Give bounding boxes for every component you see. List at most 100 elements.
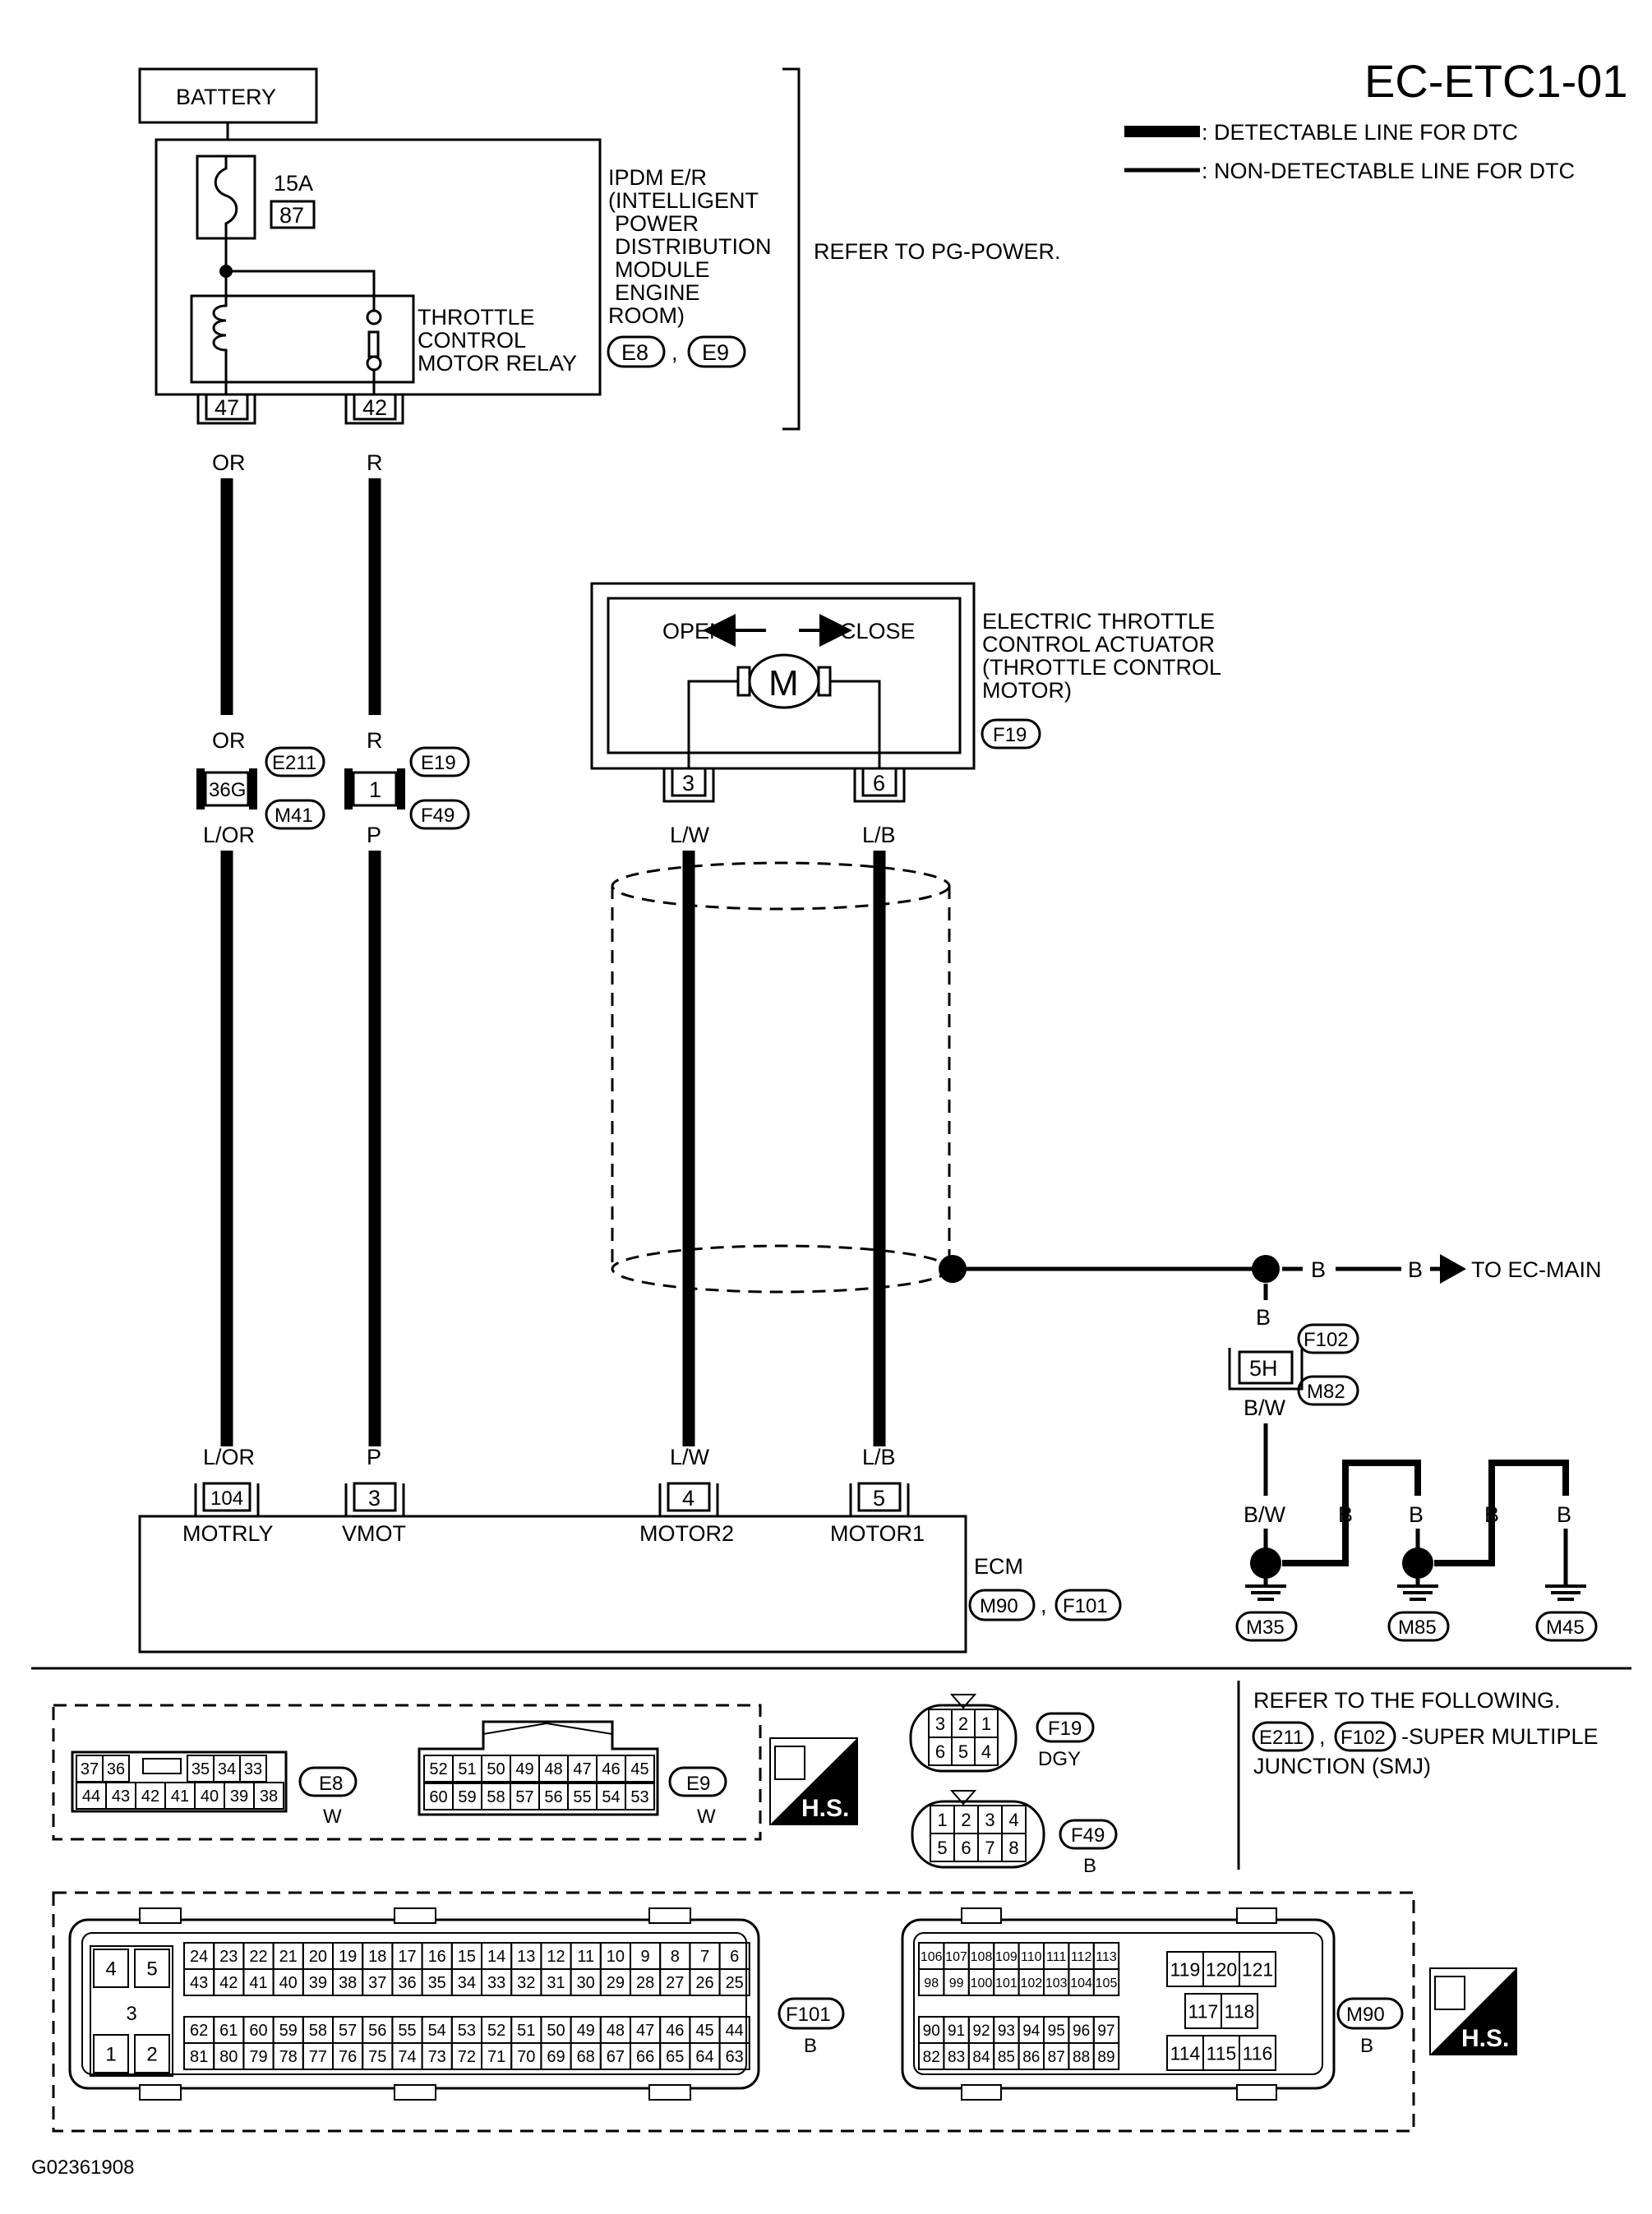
actuator-label-2: CONTROL ACTUATOR: [982, 632, 1215, 657]
connector-pin: 1: [981, 1714, 991, 1734]
connector-pin: 34: [458, 1974, 476, 1992]
connector-pin: 89: [1097, 2049, 1114, 2066]
wire-r-bottom: R: [367, 728, 383, 753]
fuse-icon: [214, 156, 238, 238]
connector-pin: 96: [1073, 2023, 1090, 2040]
connector-pin: 50: [547, 2022, 565, 2040]
wire-b-2: B: [1408, 1257, 1423, 1282]
connector-pin: 20: [309, 1948, 327, 1966]
connector-pin: 78: [279, 2048, 298, 2066]
connector-pin: 42: [141, 1787, 159, 1806]
connector-pin: 99: [949, 1976, 964, 1990]
connector-pin: 109: [995, 1950, 1018, 1964]
connector-pin: 42: [219, 1974, 238, 1992]
connector-pin: 91: [948, 2023, 965, 2040]
connector-pin: 39: [309, 1974, 327, 1992]
connector-pin: 35: [428, 1974, 446, 1992]
connector-pin: 88: [1073, 2049, 1090, 2066]
ipdm-label-1: IPDM E/R: [608, 165, 707, 190]
connector-pin: 85: [998, 2049, 1015, 2066]
connector-pin: 32: [517, 1974, 535, 1992]
motor-icon: [748, 653, 820, 709]
connector-pin: 95: [1048, 2023, 1065, 2040]
connector-pin: 47: [636, 2022, 654, 2040]
connector-pin: 38: [339, 1974, 357, 1992]
ground-m45-icon: [1545, 1584, 1586, 1601]
connector-pin: 53: [458, 2022, 476, 2040]
connector-pin: 52: [429, 1760, 447, 1778]
connector-pin: 4: [105, 1958, 116, 1981]
connector-pin: 50: [487, 1760, 505, 1778]
wire-b-3: B: [1256, 1305, 1271, 1330]
legend-detectable-label: : DETECTABLE LINE FOR DTC: [1202, 120, 1518, 145]
connector-f49-color: B: [1083, 1855, 1096, 1877]
ipdm-connector-comma: ,: [671, 340, 678, 365]
shield: [611, 861, 951, 1294]
connector-pin: 13: [517, 1948, 535, 1966]
legend-non-detectable-label: : NON-DETECTABLE LINE FOR DTC: [1202, 159, 1575, 183]
joint-pin-36g: 36G: [209, 779, 246, 801]
connector-pin: 64: [695, 2048, 713, 2066]
connector-pin: 60: [429, 1788, 447, 1806]
ground-m85: M85: [1398, 1617, 1437, 1639]
connector-pin: 56: [368, 2022, 386, 2040]
ipdm-label-6: ENGINE: [615, 280, 700, 305]
connector-pin: 59: [279, 2022, 298, 2040]
connector-pin: 7: [700, 1948, 709, 1966]
connector-f19-label: F19: [1048, 1718, 1082, 1740]
connector-pin: 2: [961, 1810, 971, 1830]
connector-pin: 61: [219, 2022, 238, 2040]
connector-pin: 38: [260, 1787, 278, 1806]
conn-m41: M41: [275, 805, 313, 827]
connector-pin: 1: [937, 1810, 947, 1830]
connector-pin: 37: [81, 1760, 99, 1778]
connector-pin: 41: [249, 1974, 267, 1992]
connector-pin: 114: [1170, 2042, 1201, 2064]
connector-pin: 84: [972, 2049, 990, 2066]
ecm-pin-motor1: MOTOR1: [830, 1521, 925, 1546]
ecm-pin-motrly: MOTRLY: [182, 1521, 274, 1546]
ground-joint-5h: 5H: [1228, 1348, 1304, 1391]
connector-pin: 44: [82, 1787, 100, 1806]
connector-pin: 102: [1020, 1976, 1042, 1990]
connector-pin: 5: [937, 1838, 947, 1858]
wire-lb-bottom: L/B: [862, 1445, 896, 1469]
refer-note-comma: ,: [1319, 1724, 1326, 1749]
joint-pin-1: 1: [369, 777, 381, 802]
connector-pin: 79: [249, 2048, 267, 2066]
ipdm-label-5: MODULE: [615, 257, 710, 282]
connector-pin: 68: [577, 2048, 595, 2066]
wire-lor-bottom: L/OR: [203, 1445, 255, 1469]
hs-icon-1: H.S.: [769, 1737, 858, 1825]
refer-note-line2: -SUPER MULTIPLE: [1401, 1724, 1599, 1749]
connector-pin: 76: [339, 2048, 357, 2066]
connector-pin: 2: [958, 1714, 968, 1734]
connector-pin: 49: [577, 2022, 595, 2040]
ecm-connector-comma: ,: [1041, 1593, 1047, 1617]
connector-pin: 101: [995, 1976, 1018, 1990]
connector-pin: 104: [1070, 1976, 1092, 1990]
connector-pin: 22: [249, 1948, 267, 1966]
connector-pin: 6: [730, 1948, 739, 1966]
connector-f101-label: F101: [786, 2004, 831, 2026]
to-main-arrow-icon: [1440, 1254, 1466, 1284]
wire-bw-2: B/W: [1244, 1502, 1286, 1527]
connector-pin: 108: [971, 1950, 993, 1964]
ipdm-label-4: DISTRIBUTION: [615, 234, 772, 259]
connector-pin: 43: [190, 1974, 208, 1992]
actuator-label-3: (THROTTLE CONTROL: [982, 655, 1221, 680]
actuator-open: OPEN: [662, 619, 726, 643]
connector-pin: 59: [458, 1788, 476, 1806]
figure-id: G02361908: [31, 2156, 134, 2179]
relay-pin-42-label: 42: [362, 395, 387, 420]
connector-pin: 46: [666, 2022, 684, 2040]
refer-note-line1: REFER TO THE FOLLOWING.: [1253, 1688, 1561, 1713]
ground-joint-pin: 5H: [1249, 1356, 1278, 1381]
connector-pin: 57: [339, 2022, 357, 2040]
ecm-pin-104-no: 104: [210, 1488, 243, 1510]
connector-pin: 35: [192, 1760, 210, 1778]
connector-pin: 58: [309, 2022, 327, 2040]
connector-f49-label: F49: [1071, 1824, 1105, 1847]
